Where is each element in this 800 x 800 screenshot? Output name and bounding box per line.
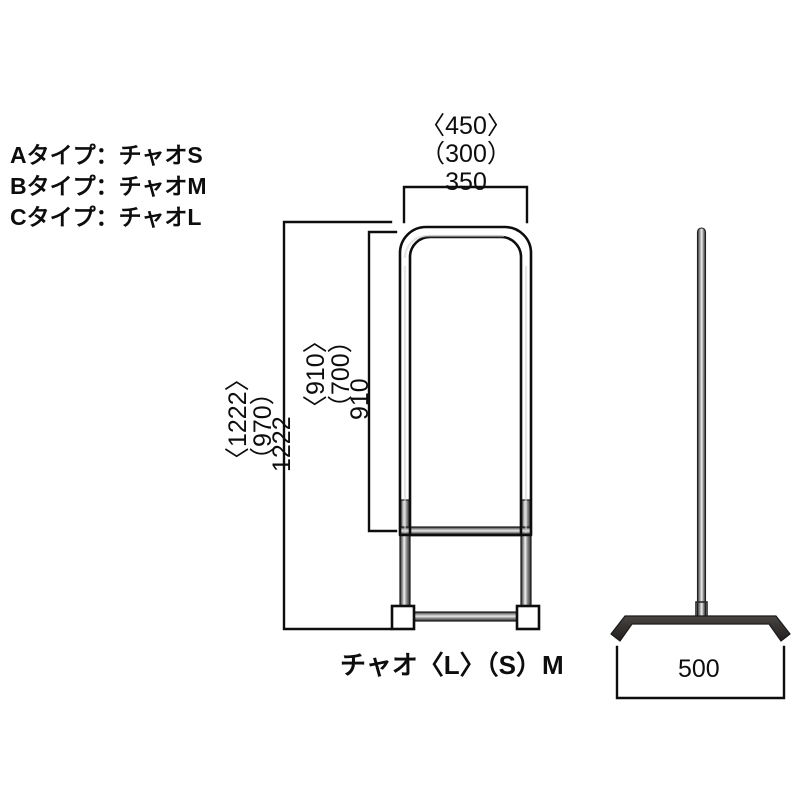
side-view-pole: [696, 227, 707, 617]
width-label-300: （300）: [420, 140, 512, 168]
type-legend: Aタイプ：チャオS Bタイプ：チャオM Cタイプ：チャオL: [10, 140, 207, 233]
right-foot: [515, 604, 541, 631]
sign-frame-outer: [398, 225, 533, 537]
front-view-legs: [399, 499, 532, 607]
overall-height-dimension-bracket: [282, 220, 393, 631]
sign-frame-inner: [408, 235, 523, 537]
legend-line-b: Bタイプ：チャオM: [10, 173, 207, 199]
width-dimension-labels: 〈450〉 （300） 350: [404, 112, 528, 196]
front-view-caption: チャオ〈L〉（S）M: [340, 650, 564, 680]
width-label-450: 〈450〉: [420, 112, 512, 140]
base-crossbar: [408, 611, 524, 622]
height-label-1222-plain: 1222: [268, 416, 296, 472]
side-view-base-bar: [610, 615, 791, 642]
panel-label-910-plain: 910: [346, 378, 374, 420]
left-foot: [390, 604, 416, 631]
base-width-label: 500: [678, 655, 720, 683]
legend-line-a: Aタイプ：チャオS: [10, 142, 203, 168]
legend-line-c: Cタイプ：チャオL: [10, 204, 202, 230]
panel-height-dimension-bracket: [367, 230, 398, 533]
width-dimension-bracket: [402, 185, 529, 224]
base-width-dimension-bracket: [615, 645, 786, 700]
width-label-350: 350: [445, 168, 487, 196]
sign-frame-tube-highlight: [403, 234, 528, 533]
